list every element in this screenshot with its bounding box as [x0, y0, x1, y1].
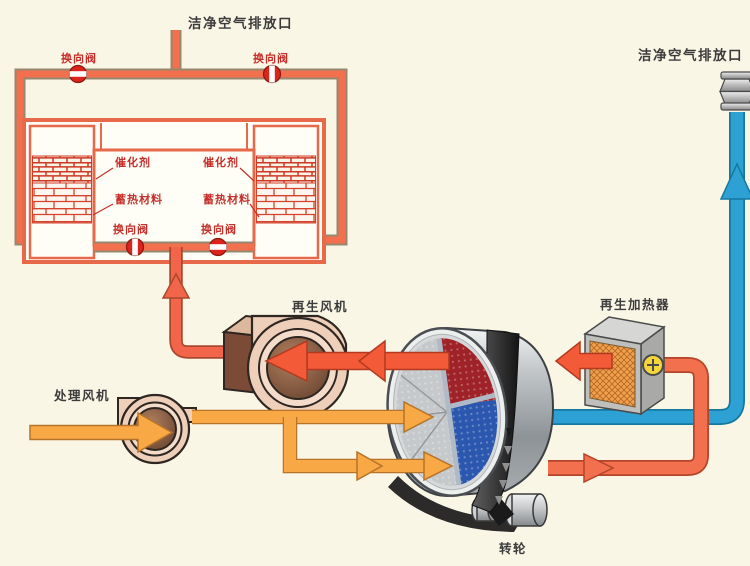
orange-arrow-into-wheel-bottom: [423, 450, 454, 482]
heater-power-indicator: [642, 354, 664, 376]
reversing-valve-top-left: [68, 64, 88, 84]
exhaust-stack-vent: [719, 71, 750, 111]
reversing-valve-bottom-left: [125, 237, 145, 257]
arrow-heater-to-wheel: [554, 340, 613, 382]
flow-arrows: [264, 339, 615, 484]
blue-up-arrow: [719, 162, 750, 200]
blue-pipe: [548, 112, 744, 424]
regen-fan-label: 再生风机: [292, 299, 349, 314]
rco-unit: [14, 30, 348, 359]
valve-top-right-label: 换向阀: [253, 52, 289, 65]
orange-arrow-into-wheel-top: [403, 400, 435, 434]
catalyst-bed-right: [256, 155, 316, 184]
heat-storage-bed-left: [32, 182, 92, 224]
clean-air-line: [548, 71, 750, 425]
heat-storage-left-label: 蓄热材料: [115, 193, 163, 206]
valve-bottom-right-label: 换向阀: [201, 223, 237, 236]
regen-supply-pipe: [171, 247, 264, 357]
heater-mesh-element: [589, 340, 636, 408]
reversing-valve-bottom-right: [208, 237, 228, 257]
process-fan-label: 处理风机: [54, 388, 111, 403]
heat-storage-right-label: 蓄热材料: [203, 193, 251, 206]
catalyst-right-label: 催化剂: [203, 156, 239, 169]
regen-heater-label: 再生加热器: [600, 297, 671, 312]
catalyst-left-label: 催化剂: [115, 156, 151, 169]
arrow-wheel-to-heater-loop: [583, 452, 615, 484]
stack-exhaust-label: 洁净空气排放口: [638, 48, 743, 64]
rco-inner-chamber: [92, 148, 256, 247]
orange-arrow-mid: [356, 450, 384, 482]
up-arrow-into-rco: [161, 272, 191, 299]
reversing-valve-top-right: [262, 64, 282, 84]
valve-bottom-left-label: 换向阀: [113, 223, 149, 236]
arrow-wheel-to-regen-fan: [264, 339, 450, 383]
rco-exhaust-label: 洁净空气排放口: [188, 16, 293, 32]
label-leader-lines: [92, 167, 260, 218]
sector-divider-horizontal: [447, 392, 497, 410]
regen-loop-pipe: [548, 357, 709, 476]
orange-inlet-arrow: [29, 411, 174, 454]
valve-top-left-label: 换向阀: [61, 52, 97, 65]
heat-storage-bed-right: [256, 182, 316, 224]
rco-inner-ticks: [100, 123, 248, 150]
rotor-label: 转轮: [499, 541, 528, 556]
regen-loop: [548, 358, 708, 475]
catalyst-bed-left: [32, 155, 92, 184]
process-air-lines: [29, 400, 454, 482]
belt-direction-arrows: [495, 428, 512, 505]
